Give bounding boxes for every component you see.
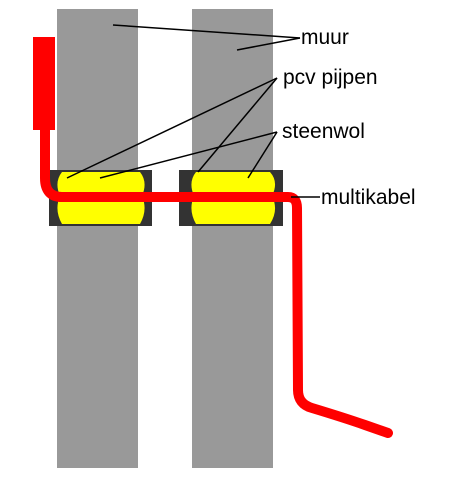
- label-insulation: steenwol: [282, 120, 365, 143]
- cable: [40, 123, 393, 438]
- wall-left: [57, 9, 138, 468]
- label-wall: muur: [301, 26, 349, 49]
- leader-insulation-left: [99, 131, 278, 179]
- leader-pipes-right: [197, 77, 278, 173]
- leader-lines: [66, 24, 320, 198]
- leader-wall-right: [236, 37, 301, 51]
- leader-pipes-left: [66, 77, 278, 179]
- label-pipes: pcv pijpen: [283, 66, 378, 89]
- cable-end: [33, 37, 55, 130]
- leader-wall-left: [112, 24, 301, 39]
- label-cable: multikabel: [321, 186, 416, 209]
- leader-insulation-right: [247, 131, 278, 179]
- wall-right: [192, 9, 273, 468]
